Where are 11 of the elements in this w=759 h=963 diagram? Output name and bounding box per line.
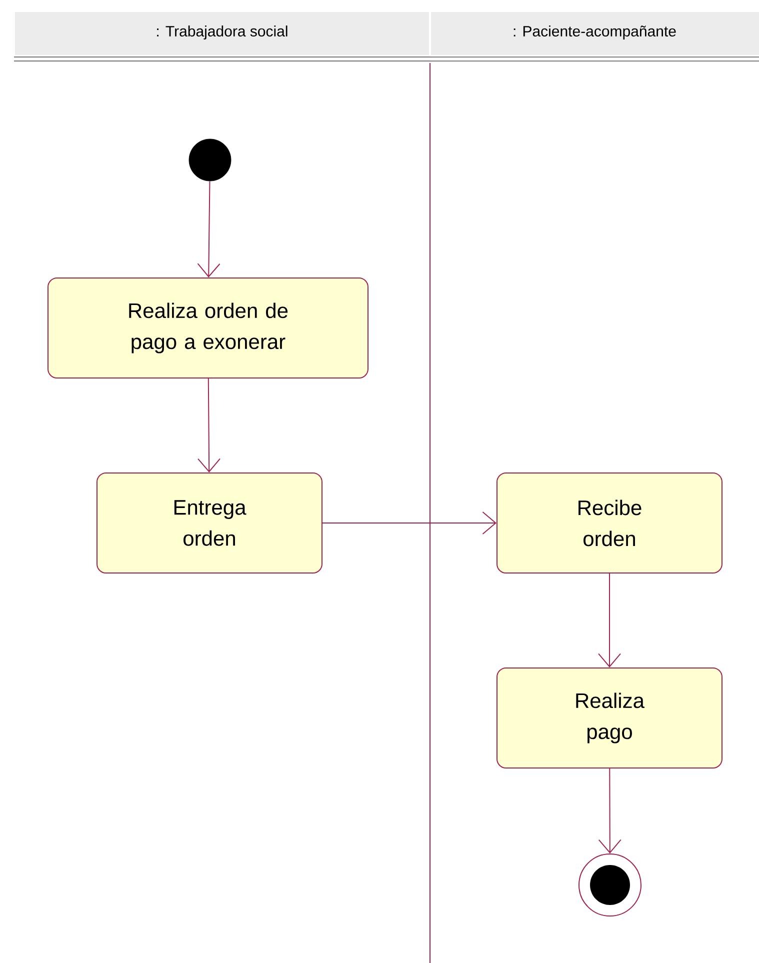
arrow	[198, 378, 220, 472]
activity-box: Recibe orden	[496, 472, 722, 574]
start-node	[188, 138, 232, 182]
activity-box: Realiza pago	[496, 668, 722, 768]
end-node	[578, 854, 642, 916]
activity-box: Realiza orden de pago a exonerar	[48, 278, 368, 378]
arrow	[322, 512, 496, 534]
arrow	[598, 573, 621, 668]
arrow	[197, 180, 220, 278]
activity-box: Entrega orden	[96, 472, 322, 574]
arrow	[598, 768, 622, 854]
